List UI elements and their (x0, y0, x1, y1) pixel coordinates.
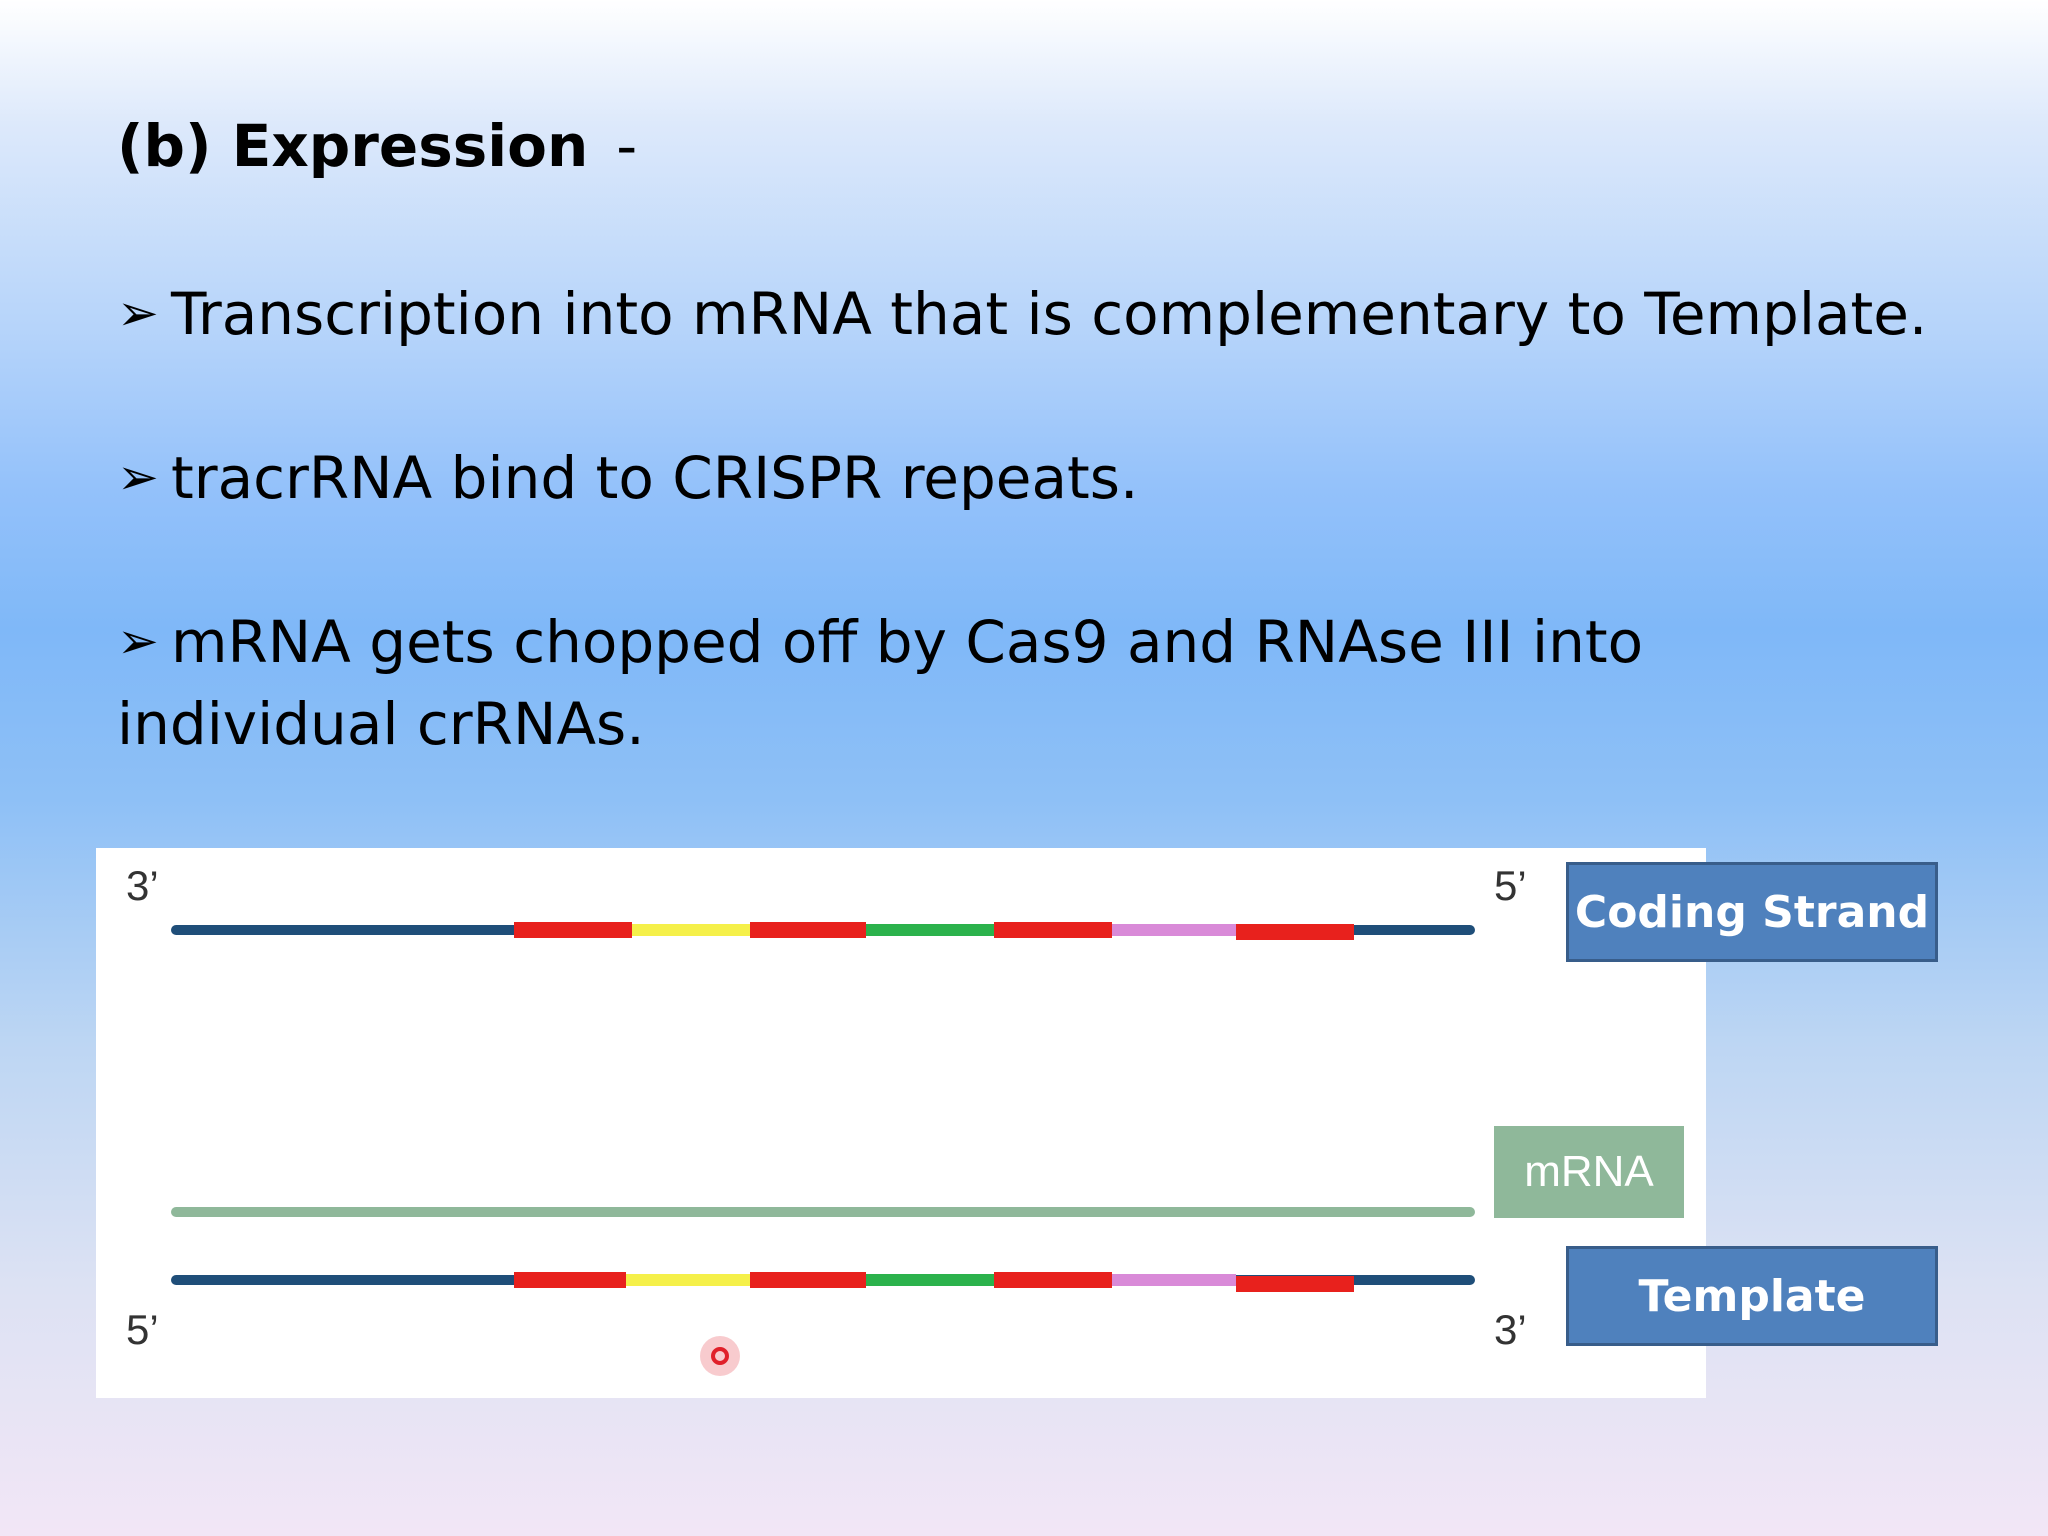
template-right-end-label: 3’ (1494, 1306, 1527, 1353)
bullet-text: mRNA gets chopped off by Cas9 and RNAse … (117, 608, 1644, 758)
template-strand: 5’ 3’ (126, 1272, 1527, 1353)
bullet-text: tracrRNA bind to CRISPR repeats. (171, 444, 1139, 512)
template-label: Template (1566, 1246, 1938, 1346)
mrna-label-box (1494, 1126, 1684, 1218)
pointer-marker-icon (700, 1336, 740, 1376)
mrna-strand: mRNA (171, 1126, 1684, 1218)
coding-right-end-label: 5’ (1494, 862, 1527, 909)
bullet-item-mrna-chopped: ➢mRNA gets chopped off by Cas9 and RNAse… (117, 600, 1937, 765)
slide-title: (b) Expression- (117, 112, 637, 180)
slide-title-dash: - (616, 112, 638, 180)
bullet-text: Transcription into mRNA that is compleme… (171, 280, 1928, 348)
coding-strand-label: Coding Strand (1566, 862, 1938, 962)
template-left-end-label: 5’ (126, 1306, 159, 1353)
bullet-item-tracrrna: ➢tracrRNA bind to CRISPR repeats. (117, 436, 1937, 519)
bullet-arrow-icon: ➢ (117, 284, 159, 342)
slide-title-text: (b) Expression (117, 112, 589, 180)
bullet-arrow-icon: ➢ (117, 448, 159, 506)
dna-transcription-diagram: 3’ 5’ mRNA 5’ 3’ (96, 848, 1706, 1398)
bullet-arrow-icon: ➢ (117, 612, 159, 670)
mrna-label: mRNA (1524, 1147, 1654, 1196)
coding-left-end-label: 3’ (126, 862, 159, 909)
diagram-canvas: 3’ 5’ mRNA 5’ 3’ (126, 862, 1684, 1376)
coding-strand: 3’ 5’ (126, 862, 1527, 940)
bullet-item-transcription: ➢Transcription into mRNA that is complem… (117, 272, 1937, 355)
